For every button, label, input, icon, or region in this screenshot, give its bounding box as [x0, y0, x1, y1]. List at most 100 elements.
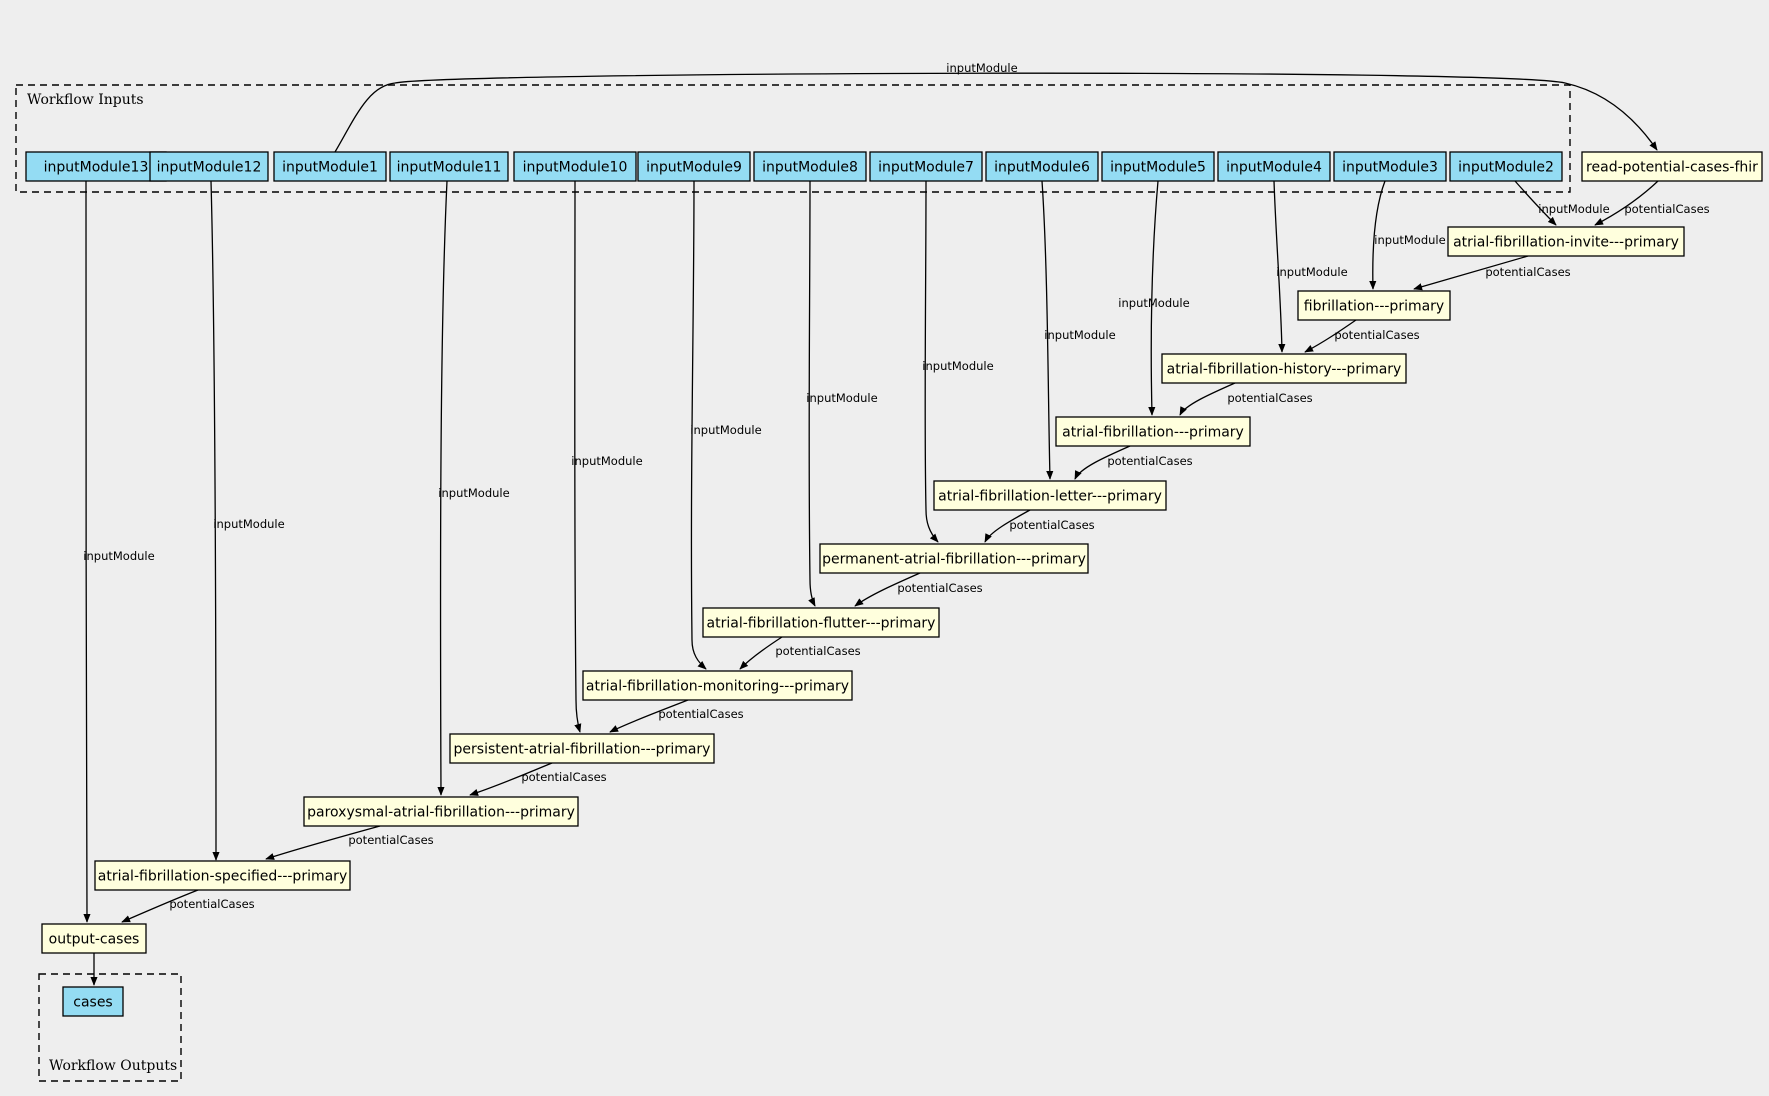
node-box[interactable] [1297, 290, 1451, 321]
node-read[interactable]: read-potential-cases-fhir [1581, 151, 1763, 182]
node-in6[interactable]: inputModule6 [985, 151, 1099, 182]
node-box[interactable] [869, 151, 983, 182]
node-box[interactable] [389, 151, 509, 182]
edge-in12-to-spec: inputModule [210, 180, 285, 861]
node-box[interactable] [1055, 416, 1251, 447]
node-in10[interactable]: inputModule10 [513, 151, 637, 182]
node-box[interactable] [25, 151, 167, 182]
node-box[interactable] [1447, 226, 1685, 257]
node-label: atrial-fibrillation-invite---primary [1453, 235, 1679, 251]
node-fib[interactable]: fibrillation---primary [1297, 290, 1451, 321]
node-monitor[interactable]: atrial-fibrillation-monitoring---primary [582, 670, 853, 701]
node-in2[interactable]: inputModule2 [1449, 151, 1563, 182]
edge-label: inputModule [1044, 328, 1115, 342]
edge-line [924, 180, 939, 543]
node-in7[interactable]: inputModule7 [869, 151, 983, 182]
node-box[interactable] [753, 151, 867, 182]
node-label: permanent-atrial-fibrillation---primary [822, 552, 1086, 568]
node-box[interactable] [41, 923, 147, 954]
edge-label: inputModule [1118, 296, 1189, 310]
node-box[interactable] [985, 151, 1099, 182]
edge-line [1594, 180, 1659, 226]
node-in4[interactable]: inputModule4 [1217, 151, 1331, 182]
node-flutter[interactable]: atrial-fibrillation-flutter---primary [702, 607, 940, 638]
node-box[interactable] [637, 151, 751, 182]
node-label: inputModule10 [523, 160, 628, 176]
cluster-workflow-outputs-border [38, 973, 182, 1082]
node-label: inputModule11 [397, 160, 502, 176]
node-in1[interactable]: inputModule1 [273, 151, 387, 182]
node-box[interactable] [94, 860, 351, 891]
node-letter[interactable]: atrial-fibrillation-letter---primary [933, 480, 1167, 511]
node-invite[interactable]: atrial-fibrillation-invite---primary [1447, 226, 1685, 257]
edge-in5-to-af: inputModule [1118, 180, 1190, 416]
node-box[interactable] [1161, 353, 1407, 384]
node-label: inputModule7 [878, 160, 974, 176]
node-in8[interactable]: inputModule8 [753, 151, 867, 182]
edge-in13-to-out: inputModule [83, 180, 155, 923]
node-box[interactable] [1217, 151, 1331, 182]
edge-line [469, 762, 553, 796]
node-label: inputModule8 [762, 160, 858, 176]
node-perm[interactable]: permanent-atrial-fibrillation---primary [819, 543, 1089, 574]
edge-label: potentialCases [169, 897, 254, 911]
edge-label: inputModule [571, 454, 642, 468]
node-label: persistent-atrial-fibrillation---primary [454, 742, 711, 758]
node-box[interactable] [582, 670, 853, 701]
node-box[interactable] [702, 607, 940, 638]
node-history[interactable]: atrial-fibrillation-history---primary [1161, 353, 1407, 384]
edge-label: potentialCases [1107, 454, 1192, 468]
node-spec[interactable]: atrial-fibrillation-specified---primary [94, 860, 351, 891]
edge-in1-to-read: inputModule [334, 61, 1658, 153]
node-in5[interactable]: inputModule5 [1101, 151, 1215, 182]
node-box[interactable] [449, 733, 715, 764]
node-box[interactable] [149, 151, 269, 182]
edge-perm-to-flutter: potentialCases [854, 572, 983, 607]
edge-label: potentialCases [897, 581, 982, 595]
edge-label: inputModule [83, 549, 154, 563]
node-box[interactable] [1333, 151, 1447, 182]
edge-label: inputModule [690, 423, 761, 437]
edge-in4-to-history: inputModule [1273, 180, 1348, 353]
cluster-workflow-inputs-label: Workflow Inputs [27, 92, 144, 108]
edge-in3-to-fib: inputModule [1369, 180, 1446, 290]
node-box[interactable] [1101, 151, 1215, 182]
edge-line [574, 180, 582, 733]
node-in3[interactable]: inputModule3 [1333, 151, 1447, 182]
node-in13[interactable]: inputModule13 [25, 151, 167, 182]
node-box[interactable] [819, 543, 1089, 574]
edge-line [1304, 319, 1357, 353]
node-cases[interactable]: cases [62, 986, 124, 1017]
node-in12[interactable]: inputModule12 [149, 151, 269, 182]
node-label: inputModule13 [44, 160, 149, 176]
node-box[interactable] [1581, 151, 1763, 182]
edge-label: inputModule [1276, 265, 1347, 279]
node-box[interactable] [303, 796, 579, 827]
node-box[interactable] [1449, 151, 1563, 182]
edge-label: inputModule [1538, 202, 1609, 216]
node-in9[interactable]: inputModule9 [637, 151, 751, 182]
edge-line [1369, 180, 1386, 290]
node-box[interactable] [62, 986, 124, 1017]
node-label: atrial-fibrillation-flutter---primary [707, 616, 936, 632]
edge-line [739, 636, 783, 670]
edge-line [437, 180, 448, 796]
edge-line [83, 180, 91, 923]
node-label: read-potential-cases-fhir [1586, 160, 1758, 176]
node-box[interactable] [273, 151, 387, 182]
edge-in8-to-flutter: inputModule [806, 180, 878, 607]
node-label: inputModule3 [1342, 160, 1438, 176]
node-label: inputModule4 [1226, 160, 1322, 176]
node-in11[interactable]: inputModule11 [389, 151, 509, 182]
edge-label: potentialCases [348, 833, 433, 847]
node-label: atrial-fibrillation-specified---primary [98, 869, 347, 885]
node-parox[interactable]: paroxysmal-atrial-fibrillation---primary [303, 796, 579, 827]
node-af[interactable]: atrial-fibrillation---primary [1055, 416, 1251, 447]
edge-line [1413, 255, 1529, 291]
node-box[interactable] [933, 480, 1167, 511]
node-persist[interactable]: persistent-atrial-fibrillation---primary [449, 733, 715, 764]
edge-line [1514, 180, 1557, 226]
node-out[interactable]: output-cases [41, 923, 147, 954]
node-box[interactable] [513, 151, 637, 182]
